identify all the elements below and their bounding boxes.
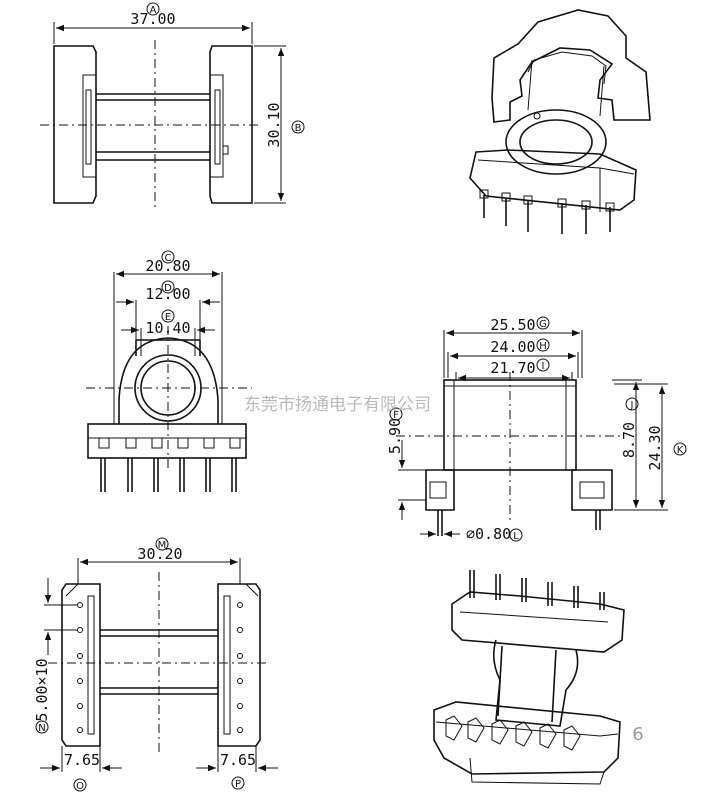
front-dim3-marker: E: [165, 312, 171, 323]
side-view: 25.50 G 24.00 H 21.70 I 5.90 F 8.70 J: [386, 316, 687, 543]
side-dim1-value: 25.50: [490, 316, 535, 334]
top-view: 37.00 A 30.10 B: [40, 2, 305, 210]
bottom-left-value: 7.65: [64, 751, 100, 769]
top-height-value: 30.10: [265, 102, 283, 147]
iso-view-top: [469, 9, 651, 234]
side-pin-value: ⌀0.80: [466, 525, 511, 543]
side-dim1-marker: G: [539, 319, 547, 330]
side-dim3-value: 21.70: [490, 359, 535, 377]
front-dim1-marker: C: [165, 253, 172, 264]
front-dim3-value: 10.40: [145, 319, 190, 337]
side-dim2-value: 24.00: [490, 338, 535, 356]
side-pin-marker: L: [513, 531, 519, 542]
side-dim3-marker: I: [542, 361, 545, 372]
front-dim1-value: 20.80: [145, 257, 190, 275]
top-height-marker: B: [295, 123, 302, 134]
bottom-width-value: 30.20: [137, 545, 182, 563]
side-left-marker: F: [393, 410, 399, 421]
front-dim2-value: 12.00: [145, 285, 190, 303]
bottom-right-value: 7.65: [220, 751, 256, 769]
bottom-pitch-marker: N: [38, 723, 45, 734]
bottom-right-marker: P: [235, 779, 241, 790]
watermark-text: 东莞市扬通电子有限公司: [244, 395, 431, 415]
bottom-width-marker: M: [158, 540, 167, 551]
bottom-pitch-value: 5.00×10: [33, 658, 51, 721]
side-right2-value: 24.30: [646, 425, 664, 470]
front-view: 20.80 C 12.00 D 10.40 E: [86, 250, 252, 492]
side-left-value: 5.90: [386, 418, 404, 454]
page-number: 6: [632, 724, 643, 745]
front-dim2-marker: D: [164, 283, 172, 294]
bottom-left-marker: O: [76, 781, 84, 792]
side-right1-value: 8.70: [620, 422, 638, 458]
iso-view-bottom: [433, 570, 625, 785]
bottom-view: 30.20 M 5.00×10 N 7.65 O 7.65 P: [33, 537, 278, 792]
top-width-value: 37.00: [130, 10, 175, 28]
side-dim2-marker: H: [539, 341, 547, 352]
side-right2-marker: K: [677, 445, 684, 456]
side-right1-marker: J: [630, 400, 634, 411]
top-width-marker: A: [150, 5, 157, 16]
